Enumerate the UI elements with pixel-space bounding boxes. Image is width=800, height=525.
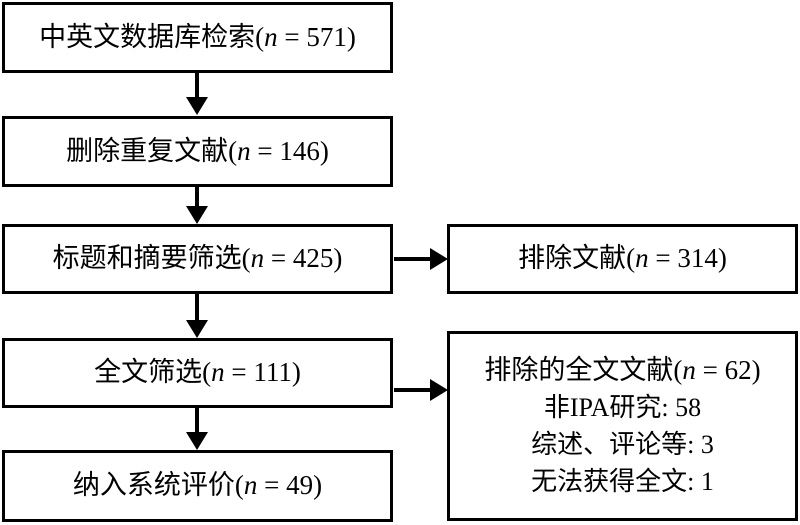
node-excluded-records-text: 排除文献(n = 314) — [518, 243, 727, 274]
exclusion-reason-1: 非IPA研究: 58 — [543, 392, 702, 422]
connector-line — [195, 187, 199, 208]
node-remove-duplicates: 删除重复文献(n = 146) — [2, 116, 393, 187]
connector-line — [394, 388, 432, 392]
node-fulltext-screening-text: 全文筛选(n = 111) — [94, 357, 301, 388]
node-excluded-fulltext-header: 排除的全文文献(n = 62) — [484, 355, 761, 386]
node-title-abstract-screening-text: 标题和摘要筛选(n = 425) — [52, 243, 343, 274]
exclusion-reason-3: 无法获得全文: 1 — [531, 466, 714, 496]
node-database-search-text: 中英文数据库检索(n = 571) — [39, 21, 356, 52]
arrow-down-icon — [186, 206, 208, 224]
node-excluded-fulltext-records: 排除的全文文献(n = 62) 非IPA研究: 58 综述、评论等: 3 无法获… — [447, 331, 798, 521]
arrow-right-icon — [430, 379, 448, 401]
node-excluded-records: 排除文献(n = 314) — [447, 224, 798, 294]
node-included-in-review: 纳入系统评价(n = 49) — [2, 450, 393, 522]
arrow-right-icon — [430, 248, 448, 270]
arrow-down-icon — [186, 320, 208, 338]
connector-line — [195, 294, 199, 321]
connector-line — [195, 73, 199, 99]
node-database-search: 中英文数据库检索(n = 571) — [2, 2, 393, 73]
node-fulltext-screening: 全文筛选(n = 111) — [2, 338, 393, 408]
connector-line — [394, 257, 432, 261]
arrow-down-icon — [186, 97, 208, 115]
node-included-in-review-text: 纳入系统评价(n = 49) — [72, 470, 323, 501]
exclusion-reason-2: 综述、评论等: 3 — [531, 429, 714, 459]
node-remove-duplicates-text: 删除重复文献(n = 146) — [66, 135, 329, 166]
arrow-down-icon — [186, 432, 208, 450]
connector-line — [195, 408, 199, 434]
node-title-abstract-screening: 标题和摘要筛选(n = 425) — [2, 224, 393, 294]
